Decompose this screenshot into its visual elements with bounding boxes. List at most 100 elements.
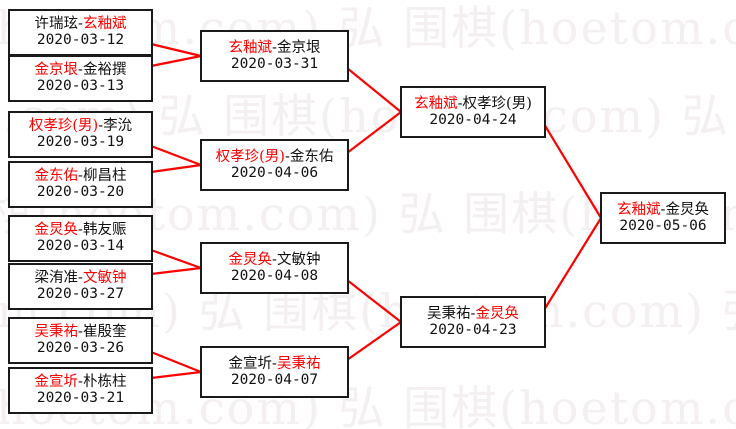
match-players: 许瑞玹-玄釉斌 (35, 16, 127, 32)
player-separator: - (78, 323, 83, 340)
match-date: 2020-03-31 (230, 56, 319, 72)
player-left: 权孝珍(男) (28, 117, 99, 134)
connector-line (150, 350, 202, 374)
match-players: 吴秉祐-金炅奂 (427, 306, 519, 322)
match-date: 2020-04-06 (230, 165, 319, 181)
player-separator: - (272, 39, 277, 56)
player-separator: - (457, 95, 463, 112)
connector-line (346, 321, 402, 361)
connector-line (346, 67, 402, 113)
match-date: 2020-03-19 (36, 134, 125, 150)
player-left: 金炅奂 (34, 221, 79, 238)
player-left: 玄釉斌 (414, 95, 458, 112)
connector-line (150, 42, 202, 58)
player-separator: - (284, 148, 290, 165)
match-date: 2020-04-23 (429, 322, 517, 338)
player-left: 吴秉祐 (427, 305, 471, 322)
player-right: 权孝珍(男) (462, 95, 532, 112)
match-players: 金宣圻-朴栋柱 (35, 374, 127, 390)
player-left: 玄釉斌 (228, 39, 273, 56)
player-separator: - (470, 305, 476, 322)
connector-line (150, 163, 202, 174)
connector-line (150, 144, 202, 167)
player-separator: - (98, 117, 104, 134)
match-box[interactable]: 玄釉斌-权孝珍(男)2020-04-24 (400, 86, 546, 138)
player-separator: - (272, 251, 277, 268)
match-date: 2020-04-24 (429, 112, 517, 128)
connector-line (150, 54, 202, 68)
match-players: 梁洧准-文敏钟 (35, 270, 127, 286)
player-right: 金炅奂 (665, 201, 709, 218)
player-separator: - (272, 355, 277, 372)
player-separator: - (78, 61, 83, 78)
connector-line (150, 248, 202, 270)
player-right: 金炅奂 (475, 305, 519, 322)
player-left: 许瑞玹 (34, 15, 79, 32)
connector-line (150, 266, 202, 276)
player-left: 金宣圻 (228, 355, 273, 372)
player-left: 金炅奂 (228, 251, 273, 268)
match-date: 2020-03-27 (36, 286, 125, 302)
player-right: 韩友赈 (82, 221, 127, 238)
match-date: 2020-03-26 (36, 340, 125, 356)
player-right: 崔殷奎 (82, 323, 127, 340)
player-right: 柳昌柱 (82, 167, 127, 184)
connector-line (346, 111, 402, 154)
player-left: 吴秉祐 (34, 323, 79, 340)
player-right: 文敏钟 (276, 251, 321, 268)
connector-line (150, 370, 202, 380)
match-players: 金炅奂-文敏钟 (229, 252, 321, 268)
connector-line (543, 217, 602, 311)
player-separator: - (78, 167, 83, 184)
match-players: 权孝珍(男)-李沇 (29, 118, 132, 134)
match-players: 金京垠-金裕撰 (35, 62, 127, 78)
player-left: 玄釉斌 (617, 201, 661, 218)
connector-line (346, 279, 402, 323)
player-right: 吴秉祐 (276, 355, 321, 372)
match-date: 2020-04-07 (230, 372, 319, 388)
player-left: 金宣圻 (34, 373, 79, 390)
match-players: 金宣圻-吴秉祐 (229, 356, 321, 372)
match-players: 权孝珍(男)-金东佑 (216, 149, 334, 165)
player-right: 金裕撰 (82, 61, 127, 78)
player-separator: - (660, 201, 666, 218)
player-right: 李沇 (103, 117, 133, 134)
match-players: 金炅奂-韩友赈 (35, 222, 127, 238)
player-left: 权孝珍(男) (215, 148, 285, 165)
match-players: 玄釉斌-金炅奂 (617, 202, 709, 218)
player-separator: - (78, 373, 83, 390)
player-right: 金东佑 (289, 148, 334, 165)
match-date: 2020-05-06 (619, 218, 707, 234)
player-left: 金京垠 (34, 61, 79, 78)
connector-line (543, 123, 602, 219)
match-date: 2020-03-13 (36, 78, 125, 94)
player-right: 玄釉斌 (82, 15, 127, 32)
match-date: 2020-04-08 (230, 268, 319, 284)
match-date: 2020-03-21 (36, 390, 125, 406)
player-right: 朴栋柱 (82, 373, 127, 390)
player-left: 金东佑 (34, 167, 79, 184)
match-date: 2020-03-12 (36, 32, 125, 48)
match-players: 吴秉祐-崔殷奎 (35, 324, 127, 340)
player-separator: - (78, 269, 83, 286)
match-players: 玄釉斌-权孝珍(男) (414, 96, 532, 112)
player-right: 文敏钟 (82, 269, 127, 286)
match-date: 2020-03-14 (36, 238, 125, 254)
match-players: 玄釉斌-金京垠 (229, 40, 321, 56)
match-players: 金东佑-柳昌柱 (35, 168, 127, 184)
